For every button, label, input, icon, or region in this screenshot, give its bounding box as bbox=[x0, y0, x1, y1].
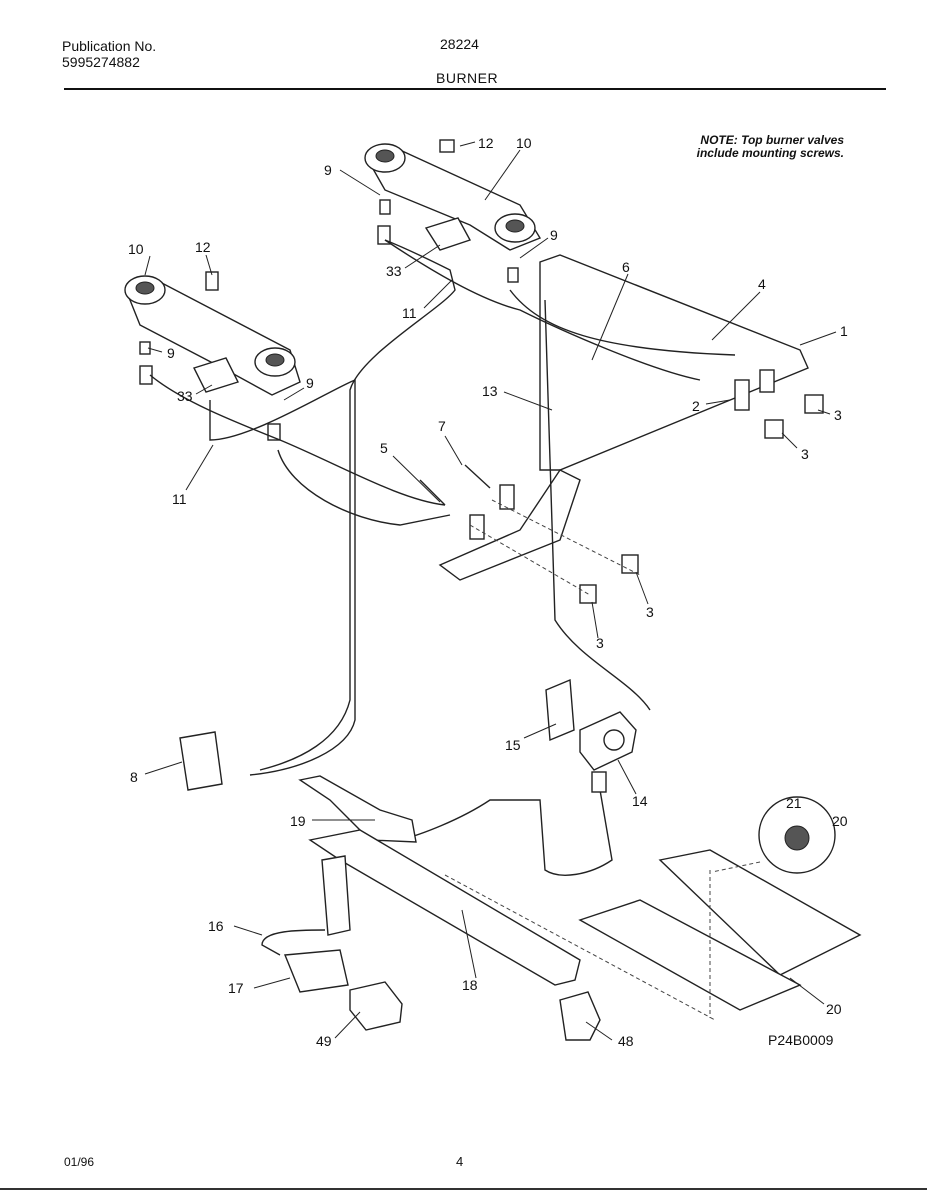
publication-label: Publication No. bbox=[62, 38, 157, 54]
callout-label: 18 bbox=[462, 977, 478, 993]
leader-lines bbox=[144, 141, 837, 1041]
publication-number: 5995274882 bbox=[62, 54, 140, 70]
callout-label: 16 bbox=[208, 918, 224, 934]
callout-label: 3 bbox=[801, 446, 809, 462]
section-title: BURNER bbox=[436, 70, 499, 86]
callout-label: 15 bbox=[505, 737, 521, 753]
callout-label: 3 bbox=[834, 407, 842, 423]
note-text: NOTE: Top burner valves include mounting… bbox=[696, 133, 844, 160]
callout-label: 11 bbox=[172, 491, 187, 507]
callout-label: 49 bbox=[316, 1033, 332, 1049]
oven-components bbox=[179, 678, 862, 1041]
callout-label: 33 bbox=[177, 388, 193, 404]
callout-label: 2 bbox=[692, 398, 700, 414]
callout-label: 3 bbox=[596, 635, 604, 651]
callout-label: 5 bbox=[380, 440, 388, 456]
footer-rule bbox=[0, 1188, 927, 1190]
callout-label: 6 bbox=[622, 259, 630, 275]
callout-labels: 12 10 9 10 12 9 33 9 11 33 9 11 4 6 1 13… bbox=[128, 135, 848, 1049]
footer-date: 01/96 bbox=[64, 1155, 95, 1169]
callout-label: 13 bbox=[482, 383, 498, 399]
burner-assembly-front bbox=[124, 271, 301, 441]
callout-label: 9 bbox=[550, 227, 558, 243]
callout-label: 20 bbox=[826, 1001, 842, 1017]
callout-label: 20 bbox=[832, 813, 848, 829]
figure-code: P24B0009 bbox=[768, 1032, 834, 1048]
burner-assembly-rear bbox=[364, 139, 542, 283]
callout-label: 1 bbox=[840, 323, 848, 339]
callout-label: 3 bbox=[646, 604, 654, 620]
model-number: 28224 bbox=[440, 36, 479, 52]
callout-label: 12 bbox=[478, 135, 494, 151]
callout-label: 12 bbox=[195, 239, 211, 255]
callout-label: 19 bbox=[290, 813, 306, 829]
callout-label: 33 bbox=[386, 263, 402, 279]
header-rule bbox=[64, 88, 886, 90]
guide-lines bbox=[444, 499, 761, 1021]
callout-label: 7 bbox=[438, 418, 446, 434]
callout-label: 9 bbox=[306, 375, 314, 391]
callout-label: 9 bbox=[324, 162, 332, 178]
callout-label: 48 bbox=[618, 1033, 634, 1049]
gas-tubing bbox=[149, 239, 736, 876]
callout-label: 9 bbox=[167, 345, 175, 361]
manifold bbox=[438, 254, 824, 604]
callout-label: 10 bbox=[128, 241, 144, 257]
callout-label: 10 bbox=[516, 135, 532, 151]
page-number: 4 bbox=[456, 1154, 464, 1169]
callout-label: 21 bbox=[786, 795, 802, 811]
callout-label: 11 bbox=[402, 305, 417, 321]
callout-label: 17 bbox=[228, 980, 244, 996]
callout-label: 8 bbox=[130, 769, 138, 785]
callout-label: 4 bbox=[758, 276, 766, 292]
callout-label: 14 bbox=[632, 793, 648, 809]
